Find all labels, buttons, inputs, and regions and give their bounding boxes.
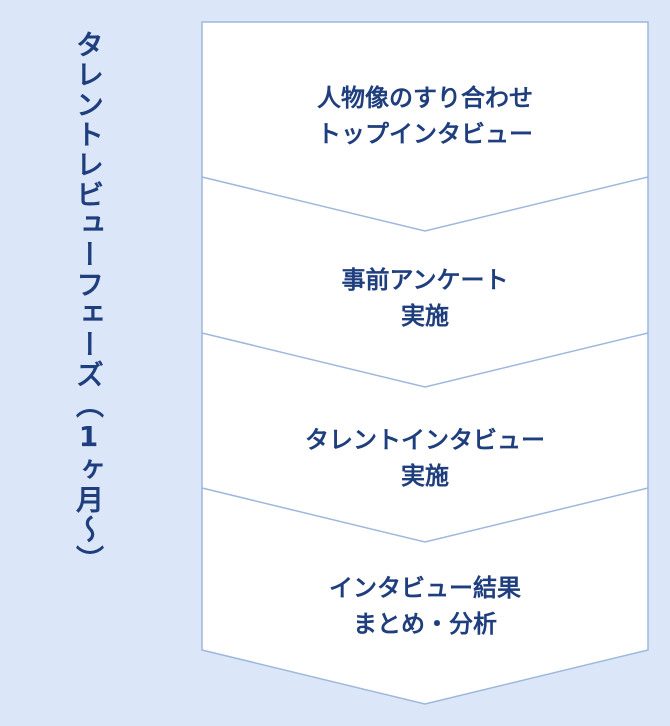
step-3: タレントインタビュー 実施 (202, 422, 648, 494)
step-1: 人物像のすり合わせ トップインタビュー (202, 80, 648, 152)
phase-label: タレントレビューフェーズ（1ヶ月〜） (72, 30, 105, 575)
step-4: インタビュー結果 まとめ・分析 (202, 570, 648, 642)
step-2-line-2: 実施 (401, 302, 449, 330)
step-4-line-1: インタビュー結果 (329, 574, 521, 602)
step-2: 事前アンケート 実施 (202, 262, 648, 334)
step-3-line-1: タレントインタビュー (305, 426, 545, 454)
step-divider-chevron-2 (201, 332, 649, 388)
step-divider-chevron-1 (201, 176, 649, 232)
step-4-line-2: まとめ・分析 (353, 610, 497, 638)
step-1-line-2: トップインタビュー (317, 120, 533, 148)
step-1-line-1: 人物像のすり合わせ (317, 84, 533, 112)
flow-box-outline (201, 21, 649, 705)
step-2-line-1: 事前アンケート (341, 266, 509, 294)
step-divider-chevron-3 (201, 487, 649, 543)
step-3-line-2: 実施 (401, 462, 449, 490)
